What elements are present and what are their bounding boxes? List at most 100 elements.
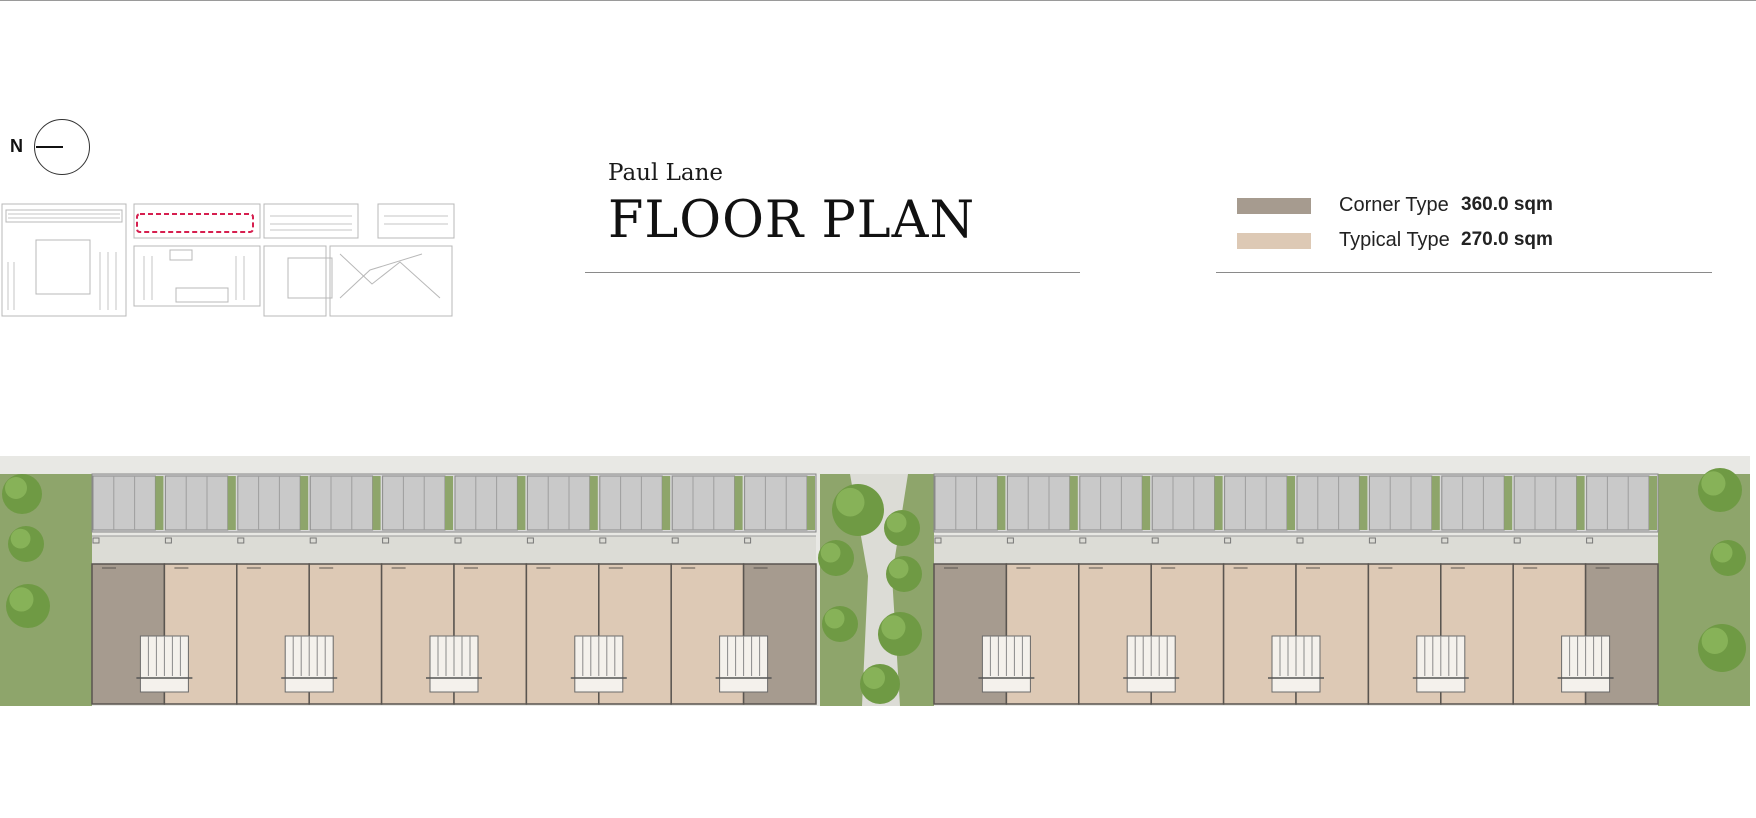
legend-underline [1216,272,1712,273]
tree-highlight [863,667,885,689]
north-arrow-icon [34,119,90,175]
tree-icon [832,484,884,536]
east-landscape-strip [1658,474,1750,706]
bollard-marker [237,537,245,544]
tree-highlight [10,528,31,549]
planter-gap [372,476,381,530]
tree-icon [2,474,42,514]
north-label: N [10,136,23,156]
rear-roof-segment [526,475,591,531]
tree-highlight [5,477,27,499]
rear-roof-segment [1586,475,1650,531]
parking-bay [1123,635,1180,693]
typical-swatch [1237,233,1311,249]
planter-gap [1214,476,1223,530]
planter-gap [1287,476,1295,530]
tree-icon [1710,540,1746,576]
tree-highlight [824,608,845,629]
bollard-marker [1079,537,1087,544]
parking-bay [1557,635,1614,693]
rear-roof-segment [309,475,374,531]
access-lane [934,536,1658,564]
top-border-line [0,0,1756,1]
parking-bay [1412,635,1469,693]
tree-icon [818,540,854,576]
rear-roof-segment [934,475,998,531]
bollard-marker [382,537,390,544]
tree-highlight [835,487,865,517]
rear-roof-segment [92,475,156,531]
bollard-marker [309,537,317,544]
access-lane [92,536,816,564]
rear-roof-segment [1151,475,1216,531]
bollard-marker [934,537,942,544]
planter-gap [1069,476,1078,530]
planter-gap [227,476,236,530]
parking-bay [570,635,627,693]
tree-icon [1698,624,1746,672]
title-block: Paul Lane FLOOR PLAN [608,160,975,250]
planter-gap [662,476,671,530]
rear-roof-segment [1441,475,1505,531]
planter-gap [1576,476,1585,530]
rear-roof-segment [1296,475,1360,531]
planter-gap [734,476,743,530]
parking-bay [715,635,772,693]
tree-icon [1698,468,1742,512]
parking-bay [1268,635,1324,693]
planter-gap [517,476,526,530]
page-title: FLOOR PLAN [608,191,976,250]
parking-bay [136,635,193,693]
planter-gap [997,476,1006,530]
compass-needle [36,146,63,148]
bollard-marker [454,537,462,544]
highlighted-site [136,213,254,233]
planter-gap [807,476,815,530]
bollard-marker [1224,537,1232,544]
tree-highlight [1701,471,1726,496]
tree-icon [822,606,858,642]
bollard-marker [1296,537,1304,544]
tree-icon [886,556,922,592]
rear-roof-segment [1006,475,1071,531]
tree-highlight [881,615,906,640]
rear-roof-segment [237,475,301,531]
legend-area: 270.0 sqm [1461,229,1553,250]
planter-gap [1649,476,1657,530]
tree-icon [860,664,900,704]
tree-highlight [888,558,909,579]
bollard-marker [164,537,172,544]
planter-gap [1142,476,1151,530]
rear-roof-segment [1368,475,1433,531]
bollard-marker [1513,537,1521,544]
parking-bay [426,635,482,693]
legend-area: 360.0 sqm [1461,194,1553,215]
tree-highlight [1701,627,1729,654]
title-underline [585,272,1080,273]
bollard-marker [744,537,752,544]
planter-gap [589,476,598,530]
planter-gap [300,476,309,530]
planter-gap [1431,476,1440,530]
parking-bay [978,635,1035,693]
bollard-marker [1441,537,1449,544]
bollard-marker [1586,537,1594,544]
tree-highlight [9,587,34,612]
parking-bay [281,635,338,693]
corner-swatch [1237,198,1311,214]
rear-roof-segment [1079,475,1143,531]
bollard-marker [671,537,679,544]
bollard-marker [1368,537,1376,544]
planter-gap [445,476,453,530]
rear-roof-segment [382,475,446,531]
bollard-marker [92,537,100,544]
rear-roof-segment [164,475,229,531]
tree-highlight [820,542,841,563]
legend-label: Typical Type [1339,229,1450,251]
rear-roof-segment [744,475,808,531]
planter-gap [1504,476,1513,530]
bollard-marker [1151,537,1159,544]
legend-label: Corner Type [1339,194,1449,216]
floor-plan-drawing [0,456,1750,706]
bollard-marker [599,537,607,544]
